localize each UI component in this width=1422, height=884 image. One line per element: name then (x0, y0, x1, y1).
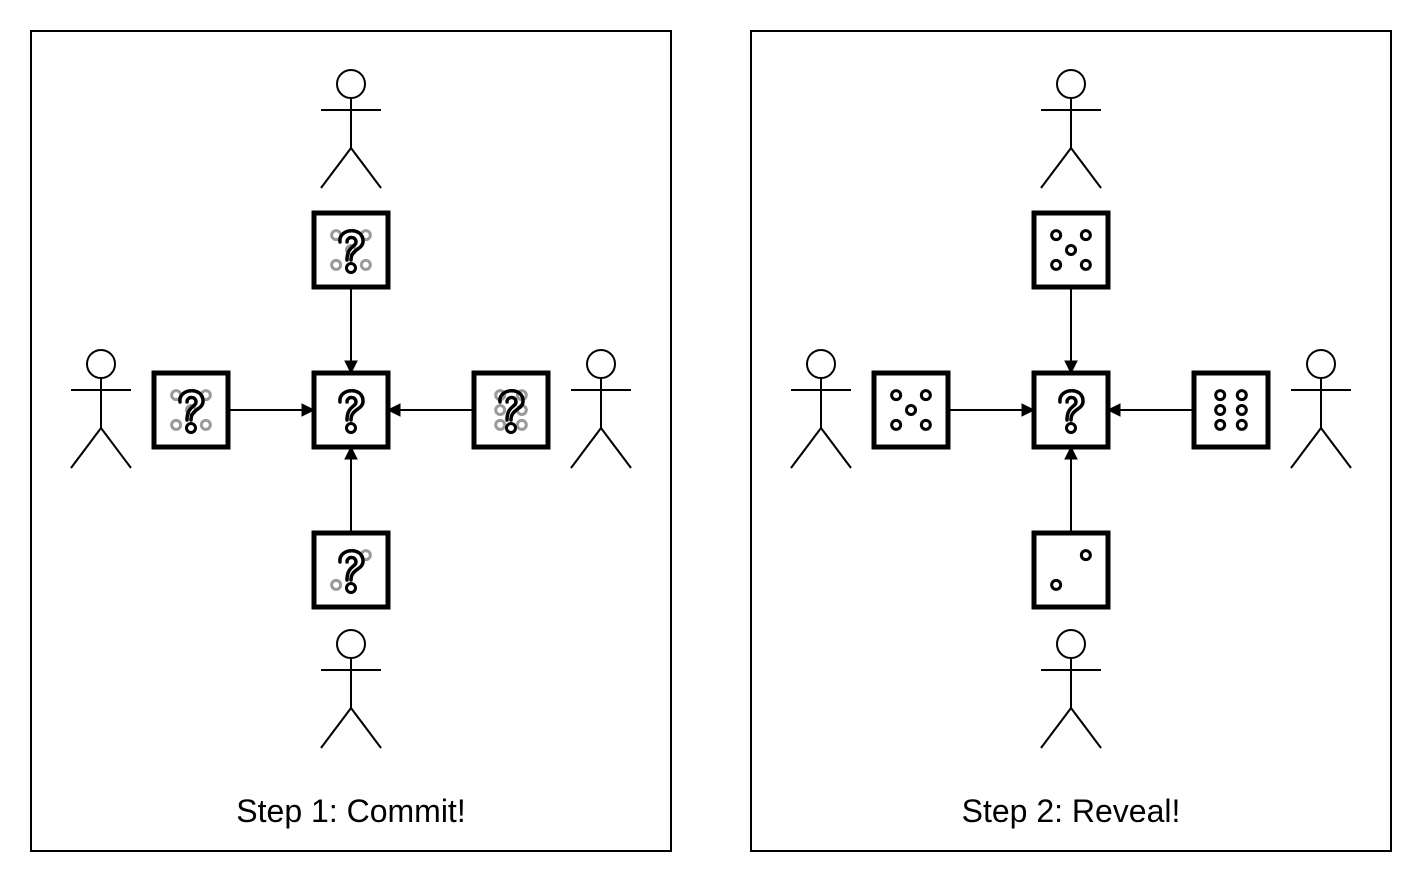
panel-0-bottom-die (311, 530, 391, 610)
panel-1-left-die-pip (905, 404, 917, 416)
panel-1-top-die-pip (1079, 258, 1092, 271)
panel-1-right-arrow (1106, 403, 1194, 417)
panel-1-left-participant (790, 349, 852, 469)
panel-1-bottom-die-frame (1031, 530, 1111, 610)
panel-1-right-die (1191, 370, 1271, 450)
panel-0-bottom-die-pip (330, 578, 343, 591)
panel-0-left-die-pip (199, 418, 212, 431)
panel-1-top-participant (1040, 69, 1102, 189)
panel-0-right-die (471, 370, 551, 450)
panel-0-right-arrow (386, 403, 474, 417)
panel-0-top-arrow (344, 287, 358, 375)
panel-0-bottom-arrow (344, 445, 358, 533)
panel-1-top-die (1031, 210, 1111, 290)
panel-1-top-die-pip (1065, 244, 1077, 256)
panel-0-left-participant (70, 349, 132, 469)
panel-1-left-die-pip (919, 418, 932, 431)
panel-1-bottom-participant (1040, 629, 1102, 749)
panel-reveal: Step 2: Reveal! (750, 30, 1392, 852)
panel-1-left-arrow (948, 403, 1036, 417)
panel-0-right-die-pip (515, 418, 528, 431)
panel-0-left-die-question-icon (178, 389, 205, 434)
panel-0-left-die (151, 370, 231, 450)
panel-0-bottom-die-question-icon (338, 549, 365, 594)
panel-0-top-die-pip (359, 258, 372, 271)
panel-0-right-die-pip (494, 418, 507, 431)
panel-1-right-die-pip (1235, 389, 1248, 402)
panel-reveal-caption: Step 2: Reveal! (962, 793, 1181, 829)
panel-1-left-die-pip (890, 389, 903, 402)
panel-0-top-participant (320, 69, 382, 189)
panel-0-top-die (311, 210, 391, 290)
panel-0-left-die-pip (170, 418, 183, 431)
panel-1-right-die-pip (1214, 418, 1227, 431)
panel-1-right-die-pip (1235, 418, 1248, 431)
panel-1-shared-box (1031, 370, 1111, 450)
panel-0-top-die-pip (330, 258, 343, 271)
panel-1-top-die-pip (1050, 258, 1063, 271)
panel-0-shared-box-question-icon (338, 389, 365, 434)
panel-1-bottom-die-pip (1079, 549, 1092, 562)
panel-1-top-die-pip (1050, 229, 1063, 242)
panel-1-left-die (871, 370, 951, 450)
panel-commit: Step 1: Commit! (30, 30, 672, 852)
panel-1-top-die-pip (1079, 229, 1092, 242)
panel-1-bottom-arrow (1064, 445, 1078, 533)
panel-0-shared-box (311, 370, 391, 450)
panel-1-right-die-pip (1214, 389, 1227, 402)
panel-1-left-die-pip (919, 389, 932, 402)
panel-0-top-die-question-icon (338, 229, 365, 274)
panel-0-right-die-pip (494, 404, 507, 416)
panel-1-right-participant (1290, 349, 1352, 469)
panel-1-top-arrow (1064, 287, 1078, 375)
panel-1-right-die-frame (1191, 370, 1271, 450)
panel-1-right-die-pip (1235, 404, 1248, 416)
panel-0-bottom-participant (320, 629, 382, 749)
panel-1-bottom-die-pip (1050, 578, 1063, 591)
panel-commit-caption: Step 1: Commit! (236, 793, 465, 829)
panel-0-right-participant (570, 349, 632, 469)
panel-1-shared-box-question-icon (1058, 389, 1085, 434)
panel-1-right-die-pip (1214, 404, 1227, 416)
panel-0-left-arrow (228, 403, 316, 417)
panel-1-left-die-pip (890, 418, 903, 431)
panel-0-right-die-question-icon (498, 389, 525, 434)
panel-1-bottom-die (1031, 530, 1111, 610)
